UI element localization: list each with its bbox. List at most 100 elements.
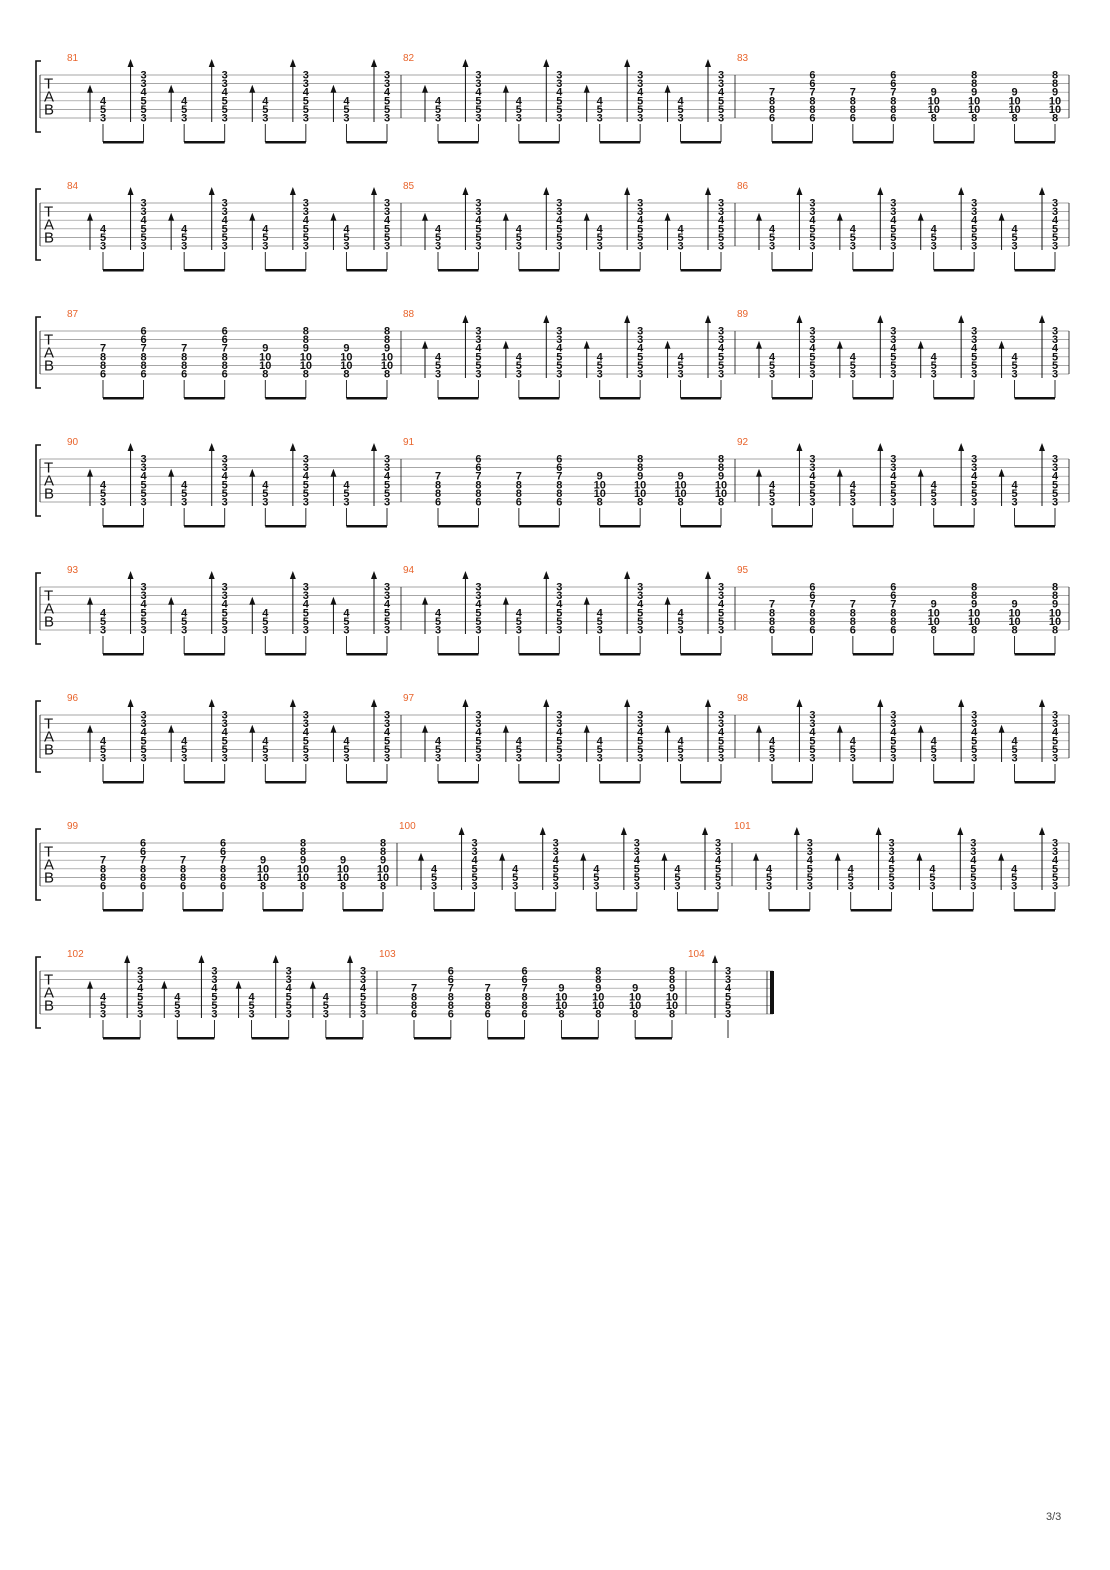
tab-system: TAB8145333455345333455345333455345333455… — [35, 53, 1070, 144]
fret-number: 3 — [807, 881, 813, 893]
upstroke-arrow — [543, 187, 550, 195]
fret-number: 3 — [181, 113, 187, 125]
fret-number: 3 — [222, 590, 228, 602]
beam — [265, 653, 306, 656]
upstroke-arrow — [168, 724, 175, 733]
upstroke-arrow — [462, 59, 469, 67]
fret-number: 8 — [220, 863, 226, 875]
fret-number: 5 — [100, 104, 106, 116]
fret-number: 5 — [516, 360, 522, 372]
fret-number: 5 — [597, 616, 603, 628]
fret-number: 5 — [141, 223, 147, 235]
fret-number: 5 — [850, 232, 856, 244]
fret-number: 5 — [303, 744, 309, 756]
fret-number: 3 — [303, 625, 309, 637]
fret-number: 5 — [141, 607, 147, 619]
fret-number: 6 — [516, 497, 522, 509]
fret-number: 7 — [809, 599, 815, 611]
upstroke-arrow — [875, 827, 882, 835]
fret-number: 5 — [929, 872, 935, 884]
fret-number: 3 — [384, 753, 390, 765]
fret-number: 3 — [809, 334, 815, 346]
fret-number: 3 — [137, 966, 143, 978]
fret-number: 5 — [222, 223, 228, 235]
beam — [438, 269, 479, 272]
fret-number: 3 — [766, 881, 772, 893]
tab-system: TAB9345333455345333455345333455345333455… — [35, 565, 1070, 656]
fret-number: 3 — [475, 718, 481, 730]
fret-number: 5 — [715, 872, 721, 884]
fret-number: 3 — [715, 846, 721, 858]
upstroke-arrow — [208, 443, 215, 451]
fret-number: 9 — [718, 471, 724, 483]
fret-number: 8 — [140, 863, 146, 875]
fret-number: 5 — [100, 1000, 106, 1012]
fret-number: 3 — [181, 241, 187, 253]
fret-number: 10 — [297, 872, 309, 884]
upstroke-arrow — [756, 724, 762, 733]
beam — [599, 141, 641, 144]
fret-number: 6 — [769, 113, 775, 125]
fret-number: 5 — [343, 104, 349, 116]
fret-number: 5 — [931, 232, 937, 244]
beam — [772, 269, 813, 272]
tab-clef-letter: B — [44, 998, 54, 1015]
fret-number: 3 — [850, 497, 856, 509]
fret-number: 8 — [262, 369, 268, 381]
fret-number: 5 — [725, 1000, 731, 1012]
fret-number: 5 — [1012, 488, 1018, 500]
fret-number: 5 — [475, 104, 481, 116]
fret-number: 10 — [1008, 616, 1020, 628]
fret-number: 3 — [556, 625, 562, 637]
fret-number: 5 — [222, 607, 228, 619]
fret-number: 5 — [472, 863, 478, 875]
fret-number: 6 — [809, 70, 815, 82]
fret-number: 10 — [968, 616, 980, 628]
beam — [772, 653, 813, 656]
fret-number: 8 — [522, 991, 528, 1003]
fret-number: 5 — [809, 488, 815, 500]
upstroke-arrow — [543, 315, 550, 323]
fret-number: 3 — [303, 590, 309, 602]
beam — [184, 397, 225, 400]
fret-number: 3 — [556, 582, 562, 594]
fret-number: 6 — [475, 497, 481, 509]
fret-number: 4 — [516, 223, 523, 235]
fret-number: 3 — [181, 753, 187, 765]
system-bracket — [35, 444, 41, 517]
fret-number: 3 — [556, 718, 562, 730]
upstroke-arrow — [289, 59, 296, 67]
upstroke-arrow — [462, 187, 469, 195]
beam — [346, 397, 387, 400]
upstroke-arrow — [462, 571, 469, 579]
fret-number: 3 — [971, 206, 977, 218]
fret-number: 3 — [637, 78, 643, 90]
fret-number: 8 — [1052, 78, 1058, 90]
fret-number: 6 — [890, 582, 896, 594]
fret-number: 5 — [678, 104, 684, 116]
beam — [265, 781, 306, 784]
fret-number: 8 — [595, 974, 601, 986]
fret-number: 4 — [343, 607, 350, 619]
fret-number: 5 — [931, 744, 937, 756]
beam — [103, 781, 144, 784]
fret-number: 7 — [850, 87, 856, 99]
fret-number: 3 — [384, 198, 390, 210]
fret-number: 6 — [140, 838, 146, 850]
fret-number: 5 — [556, 735, 562, 747]
beam — [772, 397, 813, 400]
fret-number: 5 — [100, 232, 106, 244]
fret-number: 6 — [890, 70, 896, 82]
fret-number: 3 — [141, 241, 147, 253]
fret-number: 3 — [637, 198, 643, 210]
fret-number: 4 — [769, 479, 776, 491]
fret-number: 3 — [303, 497, 309, 509]
fret-number: 8 — [141, 351, 147, 363]
fret-number: 3 — [384, 718, 390, 730]
fret-number: 3 — [553, 881, 559, 893]
fret-number: 4 — [303, 471, 310, 483]
fret-number: 3 — [971, 718, 977, 730]
upstroke-arrow — [289, 699, 296, 707]
fret-number: 5 — [475, 616, 481, 628]
beam — [438, 781, 479, 784]
